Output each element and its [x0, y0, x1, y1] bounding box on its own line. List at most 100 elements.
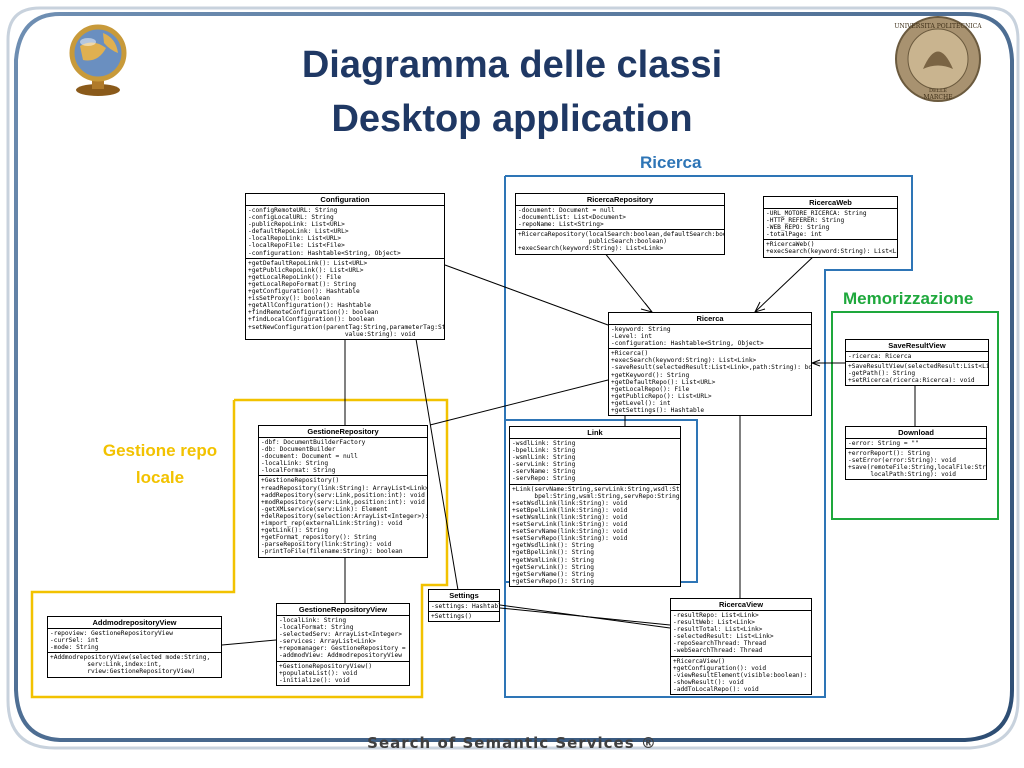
attribute-line: -configRemoteURL: String: [248, 207, 338, 214]
class-attributes: -settings: Hashtable: [429, 602, 499, 613]
class-ricerca-web: RicercaWeb-URL_MOTORE_RICERCA: String-HT…: [763, 196, 898, 258]
attribute-line: -resultWeb: List<Link>: [673, 619, 755, 627]
method-line: -initialize(): void: [279, 676, 350, 684]
attribute-line: -webSearchThread: Thread: [673, 647, 763, 655]
group-label-memorizzazione: Memorizzazione: [843, 289, 974, 308]
attribute-line: -error: String = "": [848, 440, 919, 447]
method-line: +setRicerca(ricerca:Ricerca): void: [848, 377, 975, 385]
class-gestione-repository-view: GestioneRepositoryView-localLink: String…: [276, 603, 410, 686]
method-line: +getFormat_repository(): String: [261, 534, 377, 542]
class-methods: +RicercaView()+getConfiguration(): void-…: [671, 657, 811, 694]
method-line: +getWsdlLink(): String: [512, 542, 594, 550]
seal-text-bottom2: MARCHE: [923, 94, 952, 101]
method-line: +readRepository(link:String): ArrayList<…: [261, 484, 427, 492]
class-name: Ricerca: [609, 313, 811, 325]
method-line: +getAllConfiguration(): Hashtable: [248, 302, 371, 310]
class-name: Settings: [429, 590, 499, 602]
method-line: +setWsdlLink(link:String): void: [512, 499, 628, 507]
class-name: SaveResultView: [846, 340, 988, 352]
class-download: Download-error: String = ""+errorReport(…: [845, 426, 987, 481]
method-line: +getKeyword(): String: [611, 371, 690, 379]
class-ricerca-repository: RicercaRepository-document: Document = n…: [515, 193, 725, 255]
method-line: +execSearch(keyword:String): List<Link>: [518, 245, 664, 253]
attribute-line: -servName: String: [512, 468, 576, 476]
attribute-line: -wsmlLink: String: [512, 454, 576, 462]
class-name: GestioneRepositoryView: [277, 604, 409, 616]
method-line: value:String): void: [248, 330, 416, 338]
method-line: +getBpelLink(): String: [512, 549, 594, 557]
method-line: +getConfiguration(): void: [673, 664, 767, 672]
method-line: -saveResult(selectedResult:List<Link>,pa…: [611, 364, 811, 372]
attribute-line: -services: ArrayList<Link>: [279, 638, 376, 646]
group-label-gestione-2: locale: [135, 468, 185, 487]
attribute-line: -selectedResult: List<Link>: [673, 633, 774, 641]
method-line: +getDefaultRepo(): List<URL>: [611, 378, 716, 386]
seal-text-bottom: DELLE: [929, 88, 947, 94]
method-line: +GestioneRepository(): [261, 477, 340, 485]
class-methods: +RicercaRepository(localSearch:boolean,d…: [516, 230, 724, 253]
attribute-line: -settings: Hashtable: [431, 603, 499, 610]
method-line: +getPublicRepo(): List<URL>: [611, 392, 712, 400]
method-line: +setNewConfiguration(parentTag:String,pa…: [248, 323, 444, 331]
footer-text: Search of Semantic Services ®: [367, 734, 657, 752]
attribute-line: -configLocalURL: String: [248, 214, 334, 222]
memorizzazione-group-border: [831, 311, 999, 520]
method-line: -addToLocalRepo(): void: [673, 685, 759, 693]
class-link: Link-wsdlLink: String-bpelLink: String-w…: [509, 426, 681, 587]
method-line: +Settings(): [431, 613, 472, 621]
method-line: +getSettings(): Hashtable: [611, 407, 705, 415]
method-line: +RicercaView(): [673, 657, 726, 665]
method-line: +getServName(): String: [512, 570, 594, 578]
method-line: +delRepository(selection:ArrayList<Integ…: [261, 512, 427, 520]
class-name: Link: [510, 427, 680, 439]
method-line: +getLink(): String: [261, 527, 329, 535]
method-line: +getServRepo(): String: [512, 577, 594, 585]
class-methods: +Settings(): [429, 612, 499, 621]
attribute-line: +repomanager: GestioneRepository = null: [279, 645, 406, 653]
method-line: +execSearch(keyword:String): List<Link>: [611, 357, 757, 365]
attribute-line: -localRepoLink: List<URL>: [248, 235, 342, 243]
method-line: localPath:String): void: [848, 471, 957, 479]
method-line: publicSearch:boolean): [518, 238, 668, 246]
attribute-line: -bpelLink: String: [512, 447, 576, 455]
class-attributes: -error: String = "": [846, 439, 986, 450]
method-line: -getXMLservice(serv:Link): Element: [261, 505, 388, 513]
class-methods: +Ricerca()+execSearch(keyword:String): L…: [609, 349, 811, 415]
attribute-line: -ricerca: Ricerca: [848, 353, 912, 360]
class-attributes: -wsdlLink: String-bpelLink: String-wsmlL…: [510, 439, 680, 485]
attribute-line: -totalPage: int: [766, 231, 822, 239]
slide-title-line2: Desktop application: [331, 98, 693, 140]
method-line: +getLocalRepo(): File: [611, 385, 690, 393]
method-line: +errorReport(): String: [848, 450, 930, 458]
method-line: +modRepository(serv:Link,position:int): …: [261, 498, 425, 506]
attribute-line: -repoSearchThread: Thread: [673, 640, 767, 648]
attribute-line: -wsdlLink: String: [512, 440, 576, 447]
method-line: bpel:String,wsml:String,servRepo:String): [512, 492, 680, 500]
attribute-line: -db: DocumentBuilder: [261, 446, 336, 454]
slide-title-line1: Diagramma delle classi: [301, 44, 723, 86]
class-gestione-repository: GestioneRepository-dbf: DocumentBuilderF…: [258, 425, 428, 558]
attribute-line: -resultRepo: List<Link>: [673, 612, 759, 619]
class-attributes: -ricerca: Ricerca: [846, 352, 988, 363]
method-line: +SaveResultView(selectedResult:List<Link…: [848, 363, 988, 371]
method-line: +setBpelLink(link:String): void: [512, 506, 628, 514]
method-line: serv:Link,index:int,: [50, 661, 162, 669]
method-line: +GestioneRepositoryView(): [279, 662, 373, 670]
seal-text-top: UNIVERSITA POLITECNICA: [894, 23, 982, 30]
attribute-line: -WEB_REPO: String: [766, 224, 830, 232]
attribute-line: -configuration: Hashtable<String, Object…: [248, 249, 401, 257]
class-name: Configuration: [246, 194, 444, 206]
method-line: +getLevel(): int: [611, 399, 671, 407]
method-line: -viewResultElement(visible:boolean): voi…: [673, 671, 811, 679]
class-methods: +GestioneRepositoryView()+populateList()…: [277, 662, 409, 685]
class-methods: +errorReport(): String-setError(error:St…: [846, 449, 986, 479]
class-attributes: -keyword: String-Level: int-configuratio…: [609, 325, 811, 350]
attribute-line: -repoName: List<String>: [518, 221, 604, 229]
attribute-line: -document: Document = null: [518, 207, 615, 214]
method-line: +setServName(link:String): void: [512, 528, 628, 536]
method-line: rview:GestioneRepositoryView): [50, 668, 196, 676]
class-attributes: -document: Document = null-documentList:…: [516, 206, 724, 231]
method-line: +RicercaWeb(): [766, 241, 815, 249]
method-line: +getDefaultRepoLink(): List<URL>: [248, 259, 368, 267]
class-attributes: -URL_MOTORE_RICERCA: String-HTTP_REFERER…: [764, 209, 897, 241]
